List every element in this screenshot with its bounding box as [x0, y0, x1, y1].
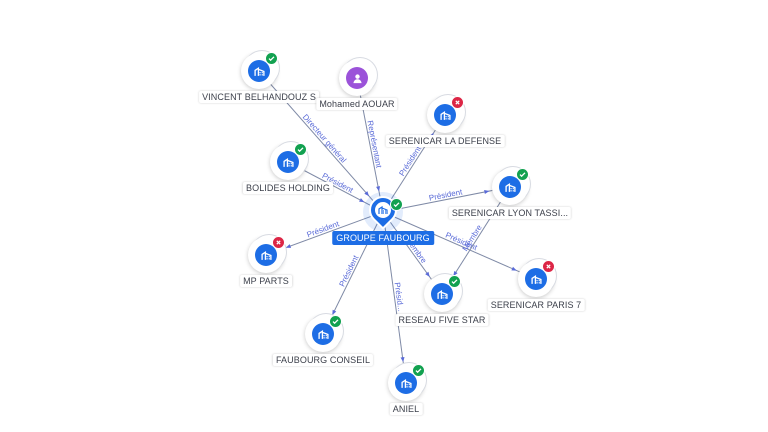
- node-label[interactable]: SERENICAR LYON TASSI...: [448, 207, 572, 219]
- edge-line: [382, 211, 537, 280]
- node-label[interactable]: VINCENT BELHANDOUZ S: [199, 91, 319, 103]
- building-icon: [312, 323, 334, 345]
- check-badge-icon: [390, 198, 403, 211]
- building-icon: [434, 104, 456, 126]
- edge-line: [382, 114, 446, 213]
- check-badge-icon: [448, 275, 461, 288]
- node-label[interactable]: SERENICAR LA DEFENSE: [385, 135, 505, 147]
- edge-label: Représentant: [365, 120, 383, 170]
- edge-arrow: [376, 186, 381, 192]
- building-icon: [395, 372, 417, 394]
- node-label[interactable]: RESEAU FIVE STAR: [395, 314, 489, 326]
- check-badge-icon: [329, 315, 342, 328]
- edge-arrow: [453, 270, 458, 277]
- cross-badge-icon: [272, 236, 285, 249]
- node-label[interactable]: SERENICAR PARIS 7: [487, 299, 585, 311]
- edge-arrow: [364, 191, 370, 197]
- edge-arrow: [425, 271, 430, 277]
- center-node-label[interactable]: GROUPE FAUBOURG: [332, 231, 434, 245]
- node-label[interactable]: ANIEL: [389, 403, 423, 415]
- edge-label: Président: [397, 144, 423, 178]
- edge-center-serenicar_paris7: Président: [382, 211, 537, 280]
- edge-label: Directeur général: [301, 113, 348, 165]
- edge-label: Président: [428, 187, 464, 203]
- building-icon: [375, 202, 391, 218]
- building-icon: [248, 60, 270, 82]
- edge-label: Présid...: [393, 282, 406, 312]
- edge-line: [265, 211, 384, 256]
- building-icon: [499, 176, 521, 198]
- edge-arrow: [484, 190, 490, 194]
- edge-label: Président: [337, 253, 360, 288]
- node-label[interactable]: FAUBOURG CONSEIL: [272, 354, 374, 366]
- building-icon: [277, 151, 299, 173]
- check-badge-icon: [516, 168, 529, 181]
- node-label[interactable]: BOLIDES HOLDING: [242, 182, 334, 194]
- node-label[interactable]: MP PARTS: [240, 275, 292, 287]
- cross-badge-icon: [542, 260, 555, 273]
- building-icon: [525, 268, 547, 290]
- edge-arrow: [400, 356, 405, 363]
- edge-arrow: [332, 309, 337, 316]
- edge-arrow: [511, 266, 517, 271]
- check-badge-icon: [412, 364, 425, 377]
- person-icon: [346, 67, 368, 89]
- building-icon: [255, 244, 277, 266]
- building-icon: [431, 283, 453, 305]
- node-label[interactable]: Mohamed AOUAR: [316, 98, 398, 110]
- edge-arrow: [359, 198, 365, 203]
- check-badge-icon: [265, 52, 278, 65]
- cross-badge-icon: [451, 96, 464, 109]
- check-badge-icon: [294, 143, 307, 156]
- edge-arrow: [285, 244, 292, 248]
